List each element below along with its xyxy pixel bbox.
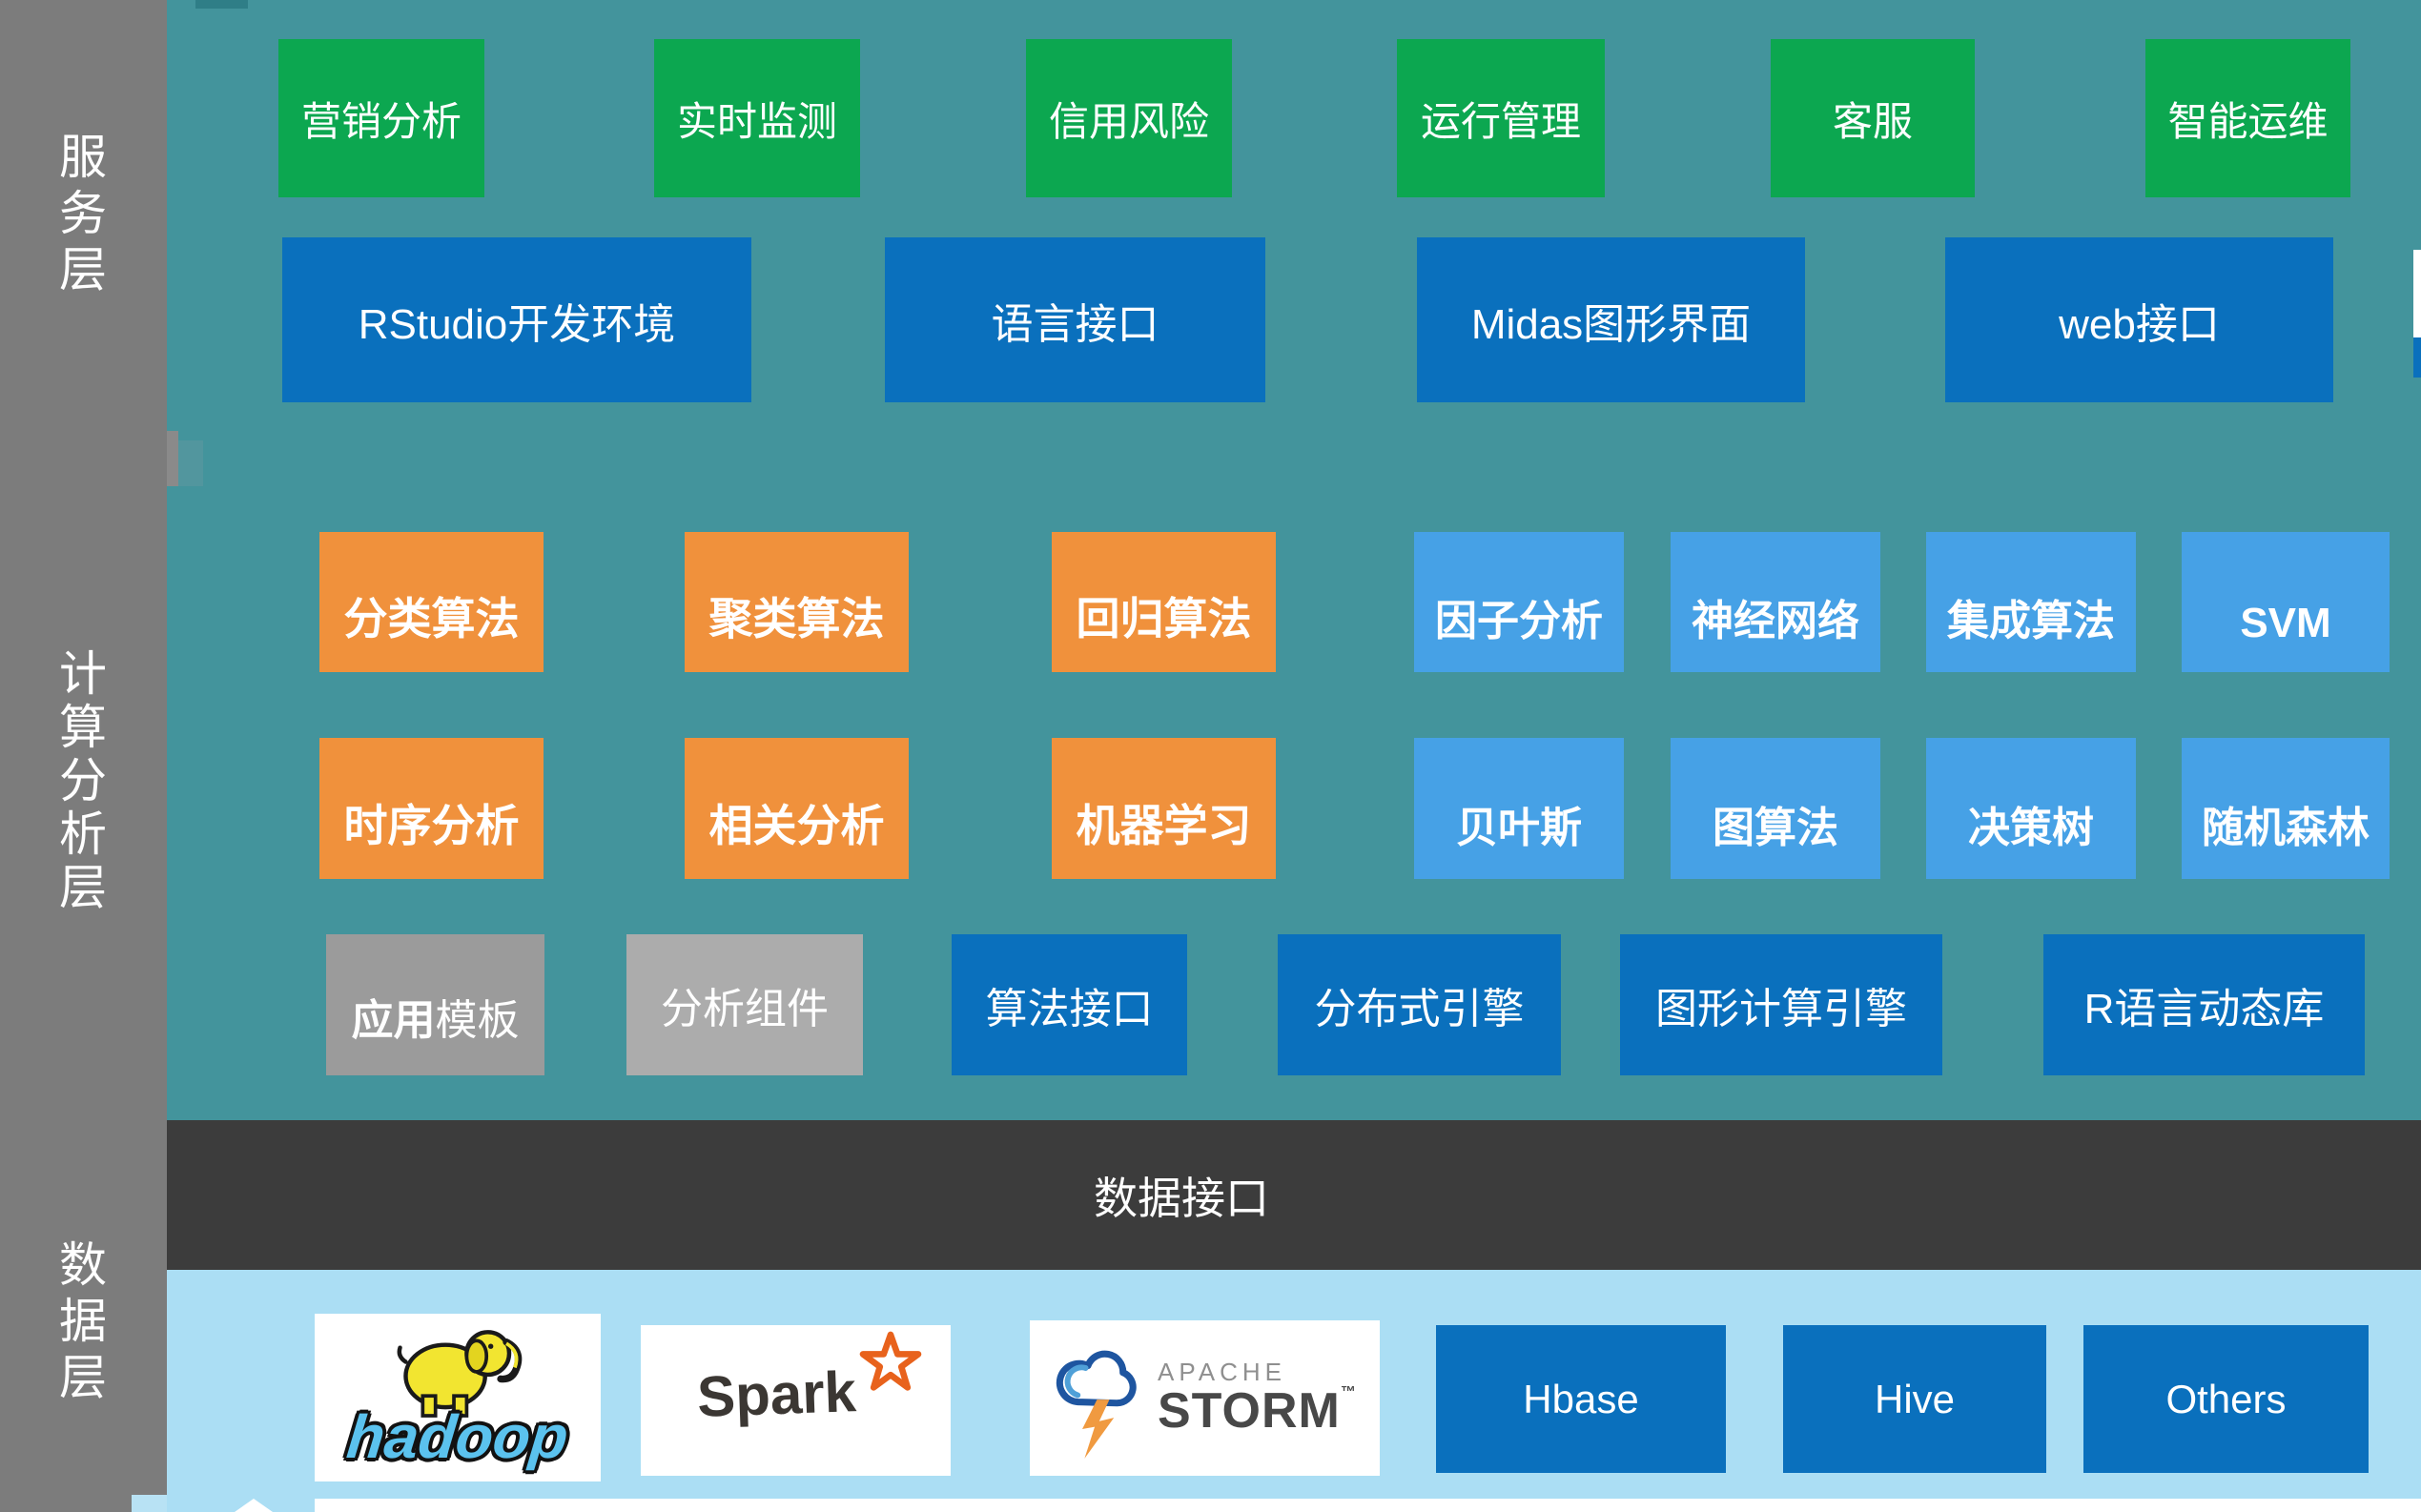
logo-spark: Spark — [641, 1325, 951, 1476]
method-ensemble: 集成算法 — [1926, 532, 2136, 672]
method-random-forest: 随机森林 — [2182, 738, 2390, 879]
service-app-intelligent-ops: 智能运维 — [2145, 39, 2350, 197]
algo-time-series: 时序分析 — [319, 738, 544, 879]
service-interface-rstudio: RStudio开发环境 — [282, 237, 751, 402]
storm-wordmark: APACHE STORM™ — [1158, 1359, 1357, 1438]
service-app-credit-risk: 信用风险 — [1026, 39, 1232, 197]
data-interface-label: 数据接口 — [1094, 1173, 1269, 1223]
method-neural-network: 神经网络 — [1671, 532, 1880, 672]
service-app-customer-service: 客服 — [1771, 39, 1975, 197]
method-decision-tree: 决策树 — [1926, 738, 2136, 879]
method-factor-analysis: 因子分析 — [1414, 532, 1624, 672]
component-analysis-widgets: 分析组件 — [626, 934, 863, 1075]
logo-hadoop: hadoop — [315, 1314, 601, 1481]
method-graph-algo: 图算法 — [1671, 738, 1880, 879]
component-app-template: 应用模板 — [326, 934, 544, 1075]
sidebar-label-compute-layer: 计算分析层 — [52, 648, 106, 915]
spark-wordmark: Spark — [695, 1359, 857, 1429]
database-hive: Hive — [1783, 1325, 2046, 1473]
method-bayes: 贝叶斯 — [1414, 738, 1624, 879]
algo-correlation: 相关分析 — [685, 738, 909, 879]
component-distributed-engine: 分布式引擎 — [1278, 934, 1561, 1075]
logo-storm: APACHE STORM™ — [1030, 1320, 1380, 1476]
service-app-operation-management: 运行管理 — [1397, 39, 1605, 197]
storm-name-text: STORM™ — [1158, 1382, 1357, 1439]
database-others: Others — [2083, 1325, 2369, 1473]
hadoop-wordmark: hadoop — [343, 1402, 572, 1471]
component-r-dynamic-library: R语言动态库 — [2043, 934, 2365, 1075]
algo-machine-learning: 机器学习 — [1052, 738, 1276, 879]
sidebar-label-service-layer: 服务层 — [52, 132, 106, 300]
storm-apache-text: APACHE — [1158, 1357, 1286, 1386]
service-interface-web: web接口 — [1945, 237, 2333, 402]
bottom-triangle-artifact — [235, 1499, 273, 1512]
app-template-bold: 应用 — [351, 997, 436, 1044]
method-svm: SVM — [2182, 532, 2390, 672]
storm-cloud-icon — [1056, 1350, 1137, 1459]
database-hbase: Hbase — [1436, 1325, 1726, 1473]
storm-trademark: ™ — [1340, 1383, 1357, 1400]
component-graph-compute-engine: 图形计算引擎 — [1620, 934, 1942, 1075]
data-interface-bar: 数据接口 — [167, 1120, 2421, 1270]
service-app-marketing-analysis: 营销分析 — [278, 39, 484, 197]
component-algo-interface: 算法接口 — [952, 934, 1187, 1075]
app-template-rest: 模板 — [435, 997, 520, 1044]
sidebar-label-data-layer: 数据层 — [52, 1239, 106, 1408]
layer-sidebar — [0, 0, 167, 1512]
algo-regression: 回归算法 — [1052, 532, 1276, 672]
service-app-realtime-monitoring: 实时监测 — [654, 39, 860, 197]
bottom-white-strip — [315, 1499, 2421, 1512]
hadoop-elephant-icon — [397, 1330, 523, 1418]
algo-classification: 分类算法 — [319, 532, 544, 672]
service-interface-language: 语言接口 — [885, 237, 1265, 402]
service-interface-midas-gui: Midas图形界面 — [1417, 237, 1805, 402]
spark-star-icon — [859, 1331, 922, 1391]
algo-clustering: 聚类算法 — [685, 532, 909, 672]
